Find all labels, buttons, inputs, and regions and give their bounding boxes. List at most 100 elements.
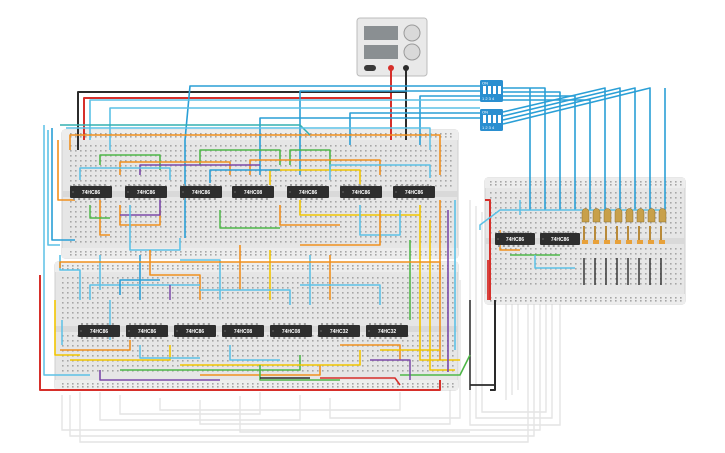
breadboard-hole — [580, 202, 582, 204]
jumper-wire — [47, 130, 60, 246]
breadboard-hole — [242, 302, 244, 304]
breadboard-hole — [302, 317, 304, 319]
breadboard-hole — [142, 292, 144, 294]
breadboard-hole — [635, 297, 637, 299]
breadboard-hole — [437, 386, 439, 388]
breadboard-hole — [585, 263, 587, 265]
breadboard-hole — [442, 383, 444, 385]
breadboard-hole — [180, 185, 182, 187]
breadboard-hole — [195, 180, 197, 182]
breadboard-hole — [405, 155, 407, 157]
breadboard-hole — [115, 241, 117, 243]
breadboard-hole — [407, 383, 409, 385]
breadboard-hole — [107, 282, 109, 284]
breadboard-hole — [550, 297, 552, 299]
breadboard-hole — [555, 227, 557, 229]
ic-pin — [153, 184, 156, 186]
breadboard-hole — [267, 355, 269, 357]
breadboard-hole — [422, 345, 424, 347]
breadboard-hole — [437, 302, 439, 304]
breadboard-hole — [150, 150, 152, 152]
breadboard-hole — [372, 268, 374, 270]
breadboard-hole — [225, 231, 227, 233]
breadboard-hole — [345, 206, 347, 208]
breadboard-hole — [302, 287, 304, 289]
breadboard-hole — [560, 212, 562, 214]
breadboard-hole — [235, 201, 237, 203]
breadboard-hole — [242, 265, 244, 267]
breadboard-hole — [160, 226, 162, 228]
breadboard-hole — [310, 180, 312, 182]
breadboard-hole — [422, 307, 424, 309]
breadboard-hole — [152, 386, 154, 388]
breadboard-hole — [630, 263, 632, 265]
breadboard-hole — [625, 263, 627, 265]
breadboard-hole — [67, 345, 69, 347]
breadboard-hole — [425, 221, 427, 223]
breadboard-hole — [380, 251, 382, 253]
breadboard-hole — [600, 232, 602, 234]
breadboard-hole — [442, 386, 444, 388]
breadboard-hole — [432, 312, 434, 314]
breadboard-hole — [565, 217, 567, 219]
breadboard-hole — [202, 307, 204, 309]
breadboard-hole — [180, 180, 182, 182]
ic-pin — [557, 231, 560, 233]
breadboard-hole — [247, 386, 249, 388]
breadboard-hole — [595, 300, 597, 302]
breadboard-hole — [495, 202, 497, 204]
breadboard-hole — [620, 222, 622, 224]
breadboard-hole — [175, 160, 177, 162]
breadboard-hole — [392, 307, 394, 309]
breadboard-hole — [415, 221, 417, 223]
breadboard-hole — [680, 253, 682, 255]
breadboard-hole — [275, 133, 277, 135]
ic-pin — [341, 337, 344, 339]
breadboard-hole — [62, 307, 64, 309]
breadboard-hole — [130, 145, 132, 147]
breadboard-hole — [187, 297, 189, 299]
breadboard-hole — [272, 345, 274, 347]
breadboard-hole — [555, 263, 557, 265]
breadboard-hole — [282, 317, 284, 319]
breadboard-hole — [282, 307, 284, 309]
breadboard-hole — [210, 254, 212, 256]
breadboard-hole — [227, 307, 229, 309]
breadboard-hole — [312, 317, 314, 319]
breadboard-hole — [375, 175, 377, 177]
breadboard-hole — [640, 181, 642, 183]
breadboard-hole — [575, 283, 577, 285]
breadboard-hole — [197, 340, 199, 342]
breadboard-hole — [192, 345, 194, 347]
breadboard-hole — [267, 335, 269, 337]
breadboard-hole — [347, 307, 349, 309]
breadboard-hole — [435, 251, 437, 253]
breadboard-hole — [267, 312, 269, 314]
breadboard-hole — [87, 265, 89, 267]
breadboard-hole — [397, 292, 399, 294]
breadboard-hole — [265, 226, 267, 228]
breadboard-hole — [95, 254, 97, 256]
breadboard-hole — [365, 170, 367, 172]
breadboard-hole — [102, 307, 104, 309]
breadboard-hole — [182, 292, 184, 294]
breadboard-hole — [270, 221, 272, 223]
breadboard-hole — [297, 302, 299, 304]
breadboard-hole — [370, 201, 372, 203]
breadboard-hole — [635, 248, 637, 250]
breadboard-hole — [665, 300, 667, 302]
breadboard-hole — [412, 340, 414, 342]
breadboard-hole — [97, 365, 99, 367]
breadboard-hole — [525, 184, 527, 186]
breadboard-hole — [272, 268, 274, 270]
breadboard-hole — [227, 317, 229, 319]
ic-pin — [98, 184, 101, 186]
breadboard-hole — [90, 185, 92, 187]
breadboard-hole — [117, 345, 119, 347]
breadboard-hole — [365, 145, 367, 147]
jumper-wire — [200, 365, 321, 376]
breadboard-hole — [545, 268, 547, 270]
breadboard-hole — [190, 145, 192, 147]
breadboard-hole — [287, 317, 289, 319]
